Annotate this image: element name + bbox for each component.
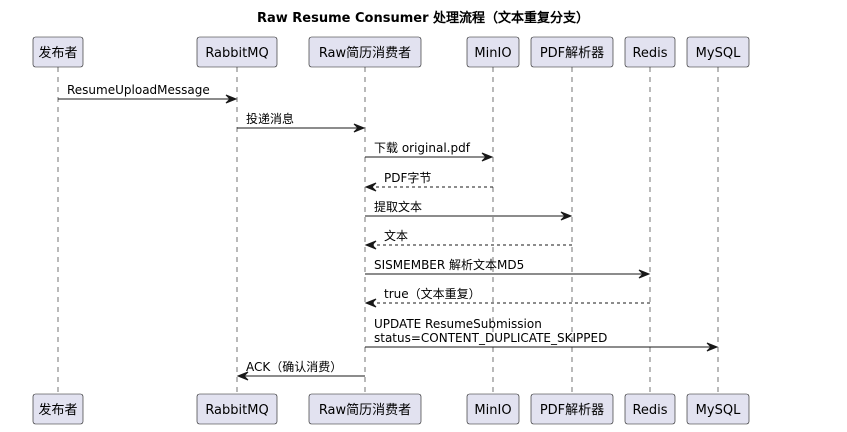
participant-label: Redis bbox=[632, 403, 667, 418]
message-3: 下载 original.pdf bbox=[365, 141, 494, 162]
participant-label: PDF解析器 bbox=[540, 403, 604, 418]
participant-publisher-top: 发布者 bbox=[32, 36, 84, 68]
message-2: 投递消息 bbox=[237, 111, 366, 133]
participant-label: Redis bbox=[632, 46, 667, 61]
diagram-title: Raw Resume Consumer 处理流程（文本重复分支） bbox=[257, 10, 589, 26]
participant-box bbox=[466, 36, 520, 68]
message-label: ACK（确认消费） bbox=[246, 360, 342, 374]
message-label: PDF字节 bbox=[384, 170, 431, 185]
participant-box bbox=[308, 36, 422, 68]
participant-redis-bottom: Redis bbox=[624, 393, 676, 425]
participant-box bbox=[530, 36, 614, 68]
participant-label: MinIO bbox=[474, 46, 511, 61]
participant-box bbox=[196, 393, 278, 425]
participant-label: MinIO bbox=[474, 403, 511, 418]
arrowhead bbox=[706, 342, 719, 352]
participant-rabbitmq-top: RabbitMQ bbox=[196, 36, 278, 68]
message-8: true（文本重复） bbox=[364, 286, 650, 308]
participant-pdfparser-bottom: PDF解析器 bbox=[530, 393, 614, 425]
message-4: PDF字节 bbox=[364, 170, 493, 192]
participant-box bbox=[466, 393, 520, 425]
message-label: 投递消息 bbox=[246, 111, 294, 126]
message-7: SISMEMBER 解析文本MD5 bbox=[365, 257, 651, 279]
participant-consumer-bottom: Raw简历消费者 bbox=[308, 393, 422, 425]
arrowhead bbox=[364, 240, 377, 250]
participant-label: RabbitMQ bbox=[205, 46, 268, 61]
arrowhead bbox=[236, 371, 249, 381]
participant-mysql-bottom: MySQL bbox=[686, 393, 750, 425]
arrowhead bbox=[364, 298, 377, 308]
participant-box bbox=[308, 393, 422, 425]
message-label: true（文本重复） bbox=[384, 286, 481, 301]
message-label: UPDATE ResumeSubmission bbox=[374, 317, 542, 331]
participant-consumer-top: Raw简历消费者 bbox=[308, 36, 422, 68]
message-label: 提取文本 bbox=[374, 199, 422, 214]
participant-minio-bottom: MinIO bbox=[466, 393, 520, 425]
participant-label: RabbitMQ bbox=[205, 403, 268, 418]
arrowhead bbox=[481, 152, 494, 162]
message-9: UPDATE ResumeSubmissionstatus=CONTENT_DU… bbox=[365, 317, 719, 352]
arrowhead bbox=[638, 269, 651, 279]
message-6: 文本 bbox=[364, 228, 572, 250]
participant-box bbox=[32, 36, 84, 68]
participant-box bbox=[32, 393, 84, 425]
arrowhead bbox=[364, 182, 377, 192]
participant-box bbox=[624, 393, 676, 425]
participant-box bbox=[624, 36, 676, 68]
participant-rabbitmq-bottom: RabbitMQ bbox=[196, 393, 278, 425]
message-label: 文本 bbox=[384, 228, 408, 243]
message-label: SISMEMBER 解析文本MD5 bbox=[374, 257, 524, 272]
participant-mysql-top: MySQL bbox=[686, 36, 750, 68]
participant-box bbox=[686, 393, 750, 425]
participant-label: 发布者 bbox=[38, 45, 77, 61]
participant-label: 发布者 bbox=[38, 402, 77, 418]
participant-box bbox=[530, 393, 614, 425]
message-1: ResumeUploadMessage bbox=[58, 83, 238, 104]
message-label: ResumeUploadMessage bbox=[67, 83, 210, 97]
participant-label: Raw简历消费者 bbox=[319, 45, 411, 61]
arrowhead bbox=[560, 211, 573, 221]
message-10: ACK（确认消费） bbox=[236, 360, 365, 381]
arrowhead bbox=[353, 123, 366, 133]
participant-label: MySQL bbox=[696, 46, 741, 61]
participant-label: PDF解析器 bbox=[540, 46, 604, 61]
arrowhead bbox=[225, 94, 238, 104]
participant-box bbox=[686, 36, 750, 68]
message-label: status=CONTENT_DUPLICATE_SKIPPED bbox=[374, 331, 607, 345]
participant-box bbox=[196, 36, 278, 68]
message-5: 提取文本 bbox=[365, 199, 573, 221]
participant-minio-top: MinIO bbox=[466, 36, 520, 68]
participant-redis-top: Redis bbox=[624, 36, 676, 68]
message-label: 下载 original.pdf bbox=[374, 141, 471, 155]
participant-publisher-bottom: 发布者 bbox=[32, 393, 84, 425]
participant-label: Raw简历消费者 bbox=[319, 402, 411, 418]
participant-pdfparser-top: PDF解析器 bbox=[530, 36, 614, 68]
participant-label: MySQL bbox=[696, 403, 741, 418]
